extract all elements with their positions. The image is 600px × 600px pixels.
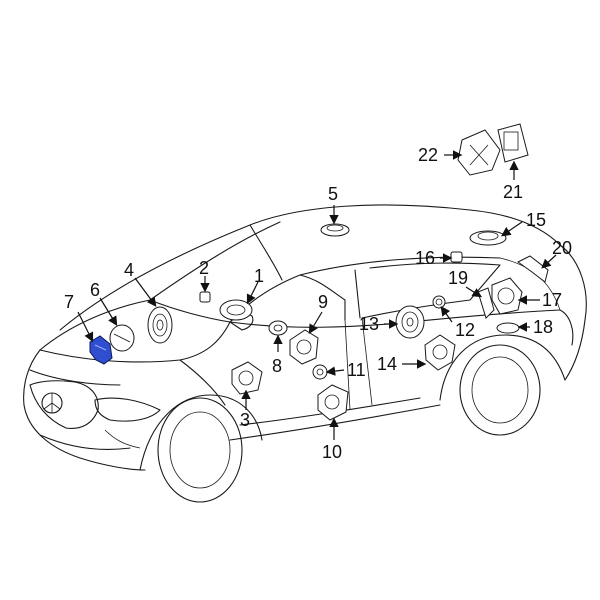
callout-4[interactable]: 4 — [124, 260, 134, 280]
callout-19[interactable]: 19 — [448, 268, 468, 288]
car-outline — [23, 204, 587, 503]
part-22-module[interactable] — [457, 129, 501, 176]
callout-16[interactable]: 16 — [415, 248, 435, 268]
callout-22[interactable]: 22 — [418, 145, 438, 165]
part-12-tweeter[interactable] — [432, 295, 446, 309]
callout-13[interactable]: 13 — [359, 314, 379, 334]
callout-8[interactable]: 8 — [272, 356, 282, 376]
part-14-door-speaker[interactable] — [424, 334, 456, 371]
part-13-door-speaker[interactable] — [395, 305, 425, 339]
callout-21[interactable]: 21 — [503, 182, 523, 202]
part-10-speaker[interactable] — [317, 384, 349, 421]
part-5-roof-speaker[interactable] — [320, 223, 350, 237]
part-7-highlighted[interactable] — [89, 335, 113, 365]
part-15-speaker[interactable] — [469, 230, 507, 246]
part-2-connector[interactable] — [199, 291, 211, 303]
part-4-speaker[interactable] — [147, 306, 173, 344]
callout-17[interactable]: 17 — [542, 290, 562, 310]
callout-2[interactable]: 2 — [199, 258, 209, 278]
part-9-speaker[interactable] — [289, 329, 319, 365]
part-8-tweeter[interactable] — [268, 320, 288, 336]
part-6-horn[interactable] — [109, 324, 135, 352]
callout-labels: 1 2 3 4 5 6 7 8 9 10 11 12 13 14 15 16 1… — [64, 145, 572, 462]
part-17-subwoofer[interactable] — [491, 277, 523, 315]
callout-5[interactable]: 5 — [328, 184, 338, 204]
callout-9[interactable]: 9 — [318, 292, 328, 312]
part-20-bracket[interactable] — [517, 255, 549, 283]
callout-7[interactable]: 7 — [64, 292, 74, 312]
part-1-speaker[interactable] — [219, 299, 253, 321]
callout-3[interactable]: 3 — [240, 410, 250, 430]
callout-18[interactable]: 18 — [533, 317, 553, 337]
callout-6[interactable]: 6 — [90, 280, 100, 300]
part-3-speaker[interactable] — [231, 361, 263, 395]
callout-12[interactable]: 12 — [455, 320, 475, 340]
callout-1[interactable]: 1 — [254, 266, 264, 286]
part-18-ring[interactable] — [496, 322, 520, 334]
part-11-bracket[interactable] — [312, 364, 328, 380]
part-21-control-unit[interactable] — [497, 123, 529, 163]
callout-arrows — [77, 150, 557, 440]
callout-15[interactable]: 15 — [526, 210, 546, 230]
callout-10[interactable]: 10 — [322, 442, 342, 462]
callout-20[interactable]: 20 — [552, 238, 572, 258]
part-16-connector[interactable] — [450, 251, 463, 263]
callout-11[interactable]: 11 — [347, 360, 366, 380]
callout-14[interactable]: 14 — [377, 354, 397, 374]
